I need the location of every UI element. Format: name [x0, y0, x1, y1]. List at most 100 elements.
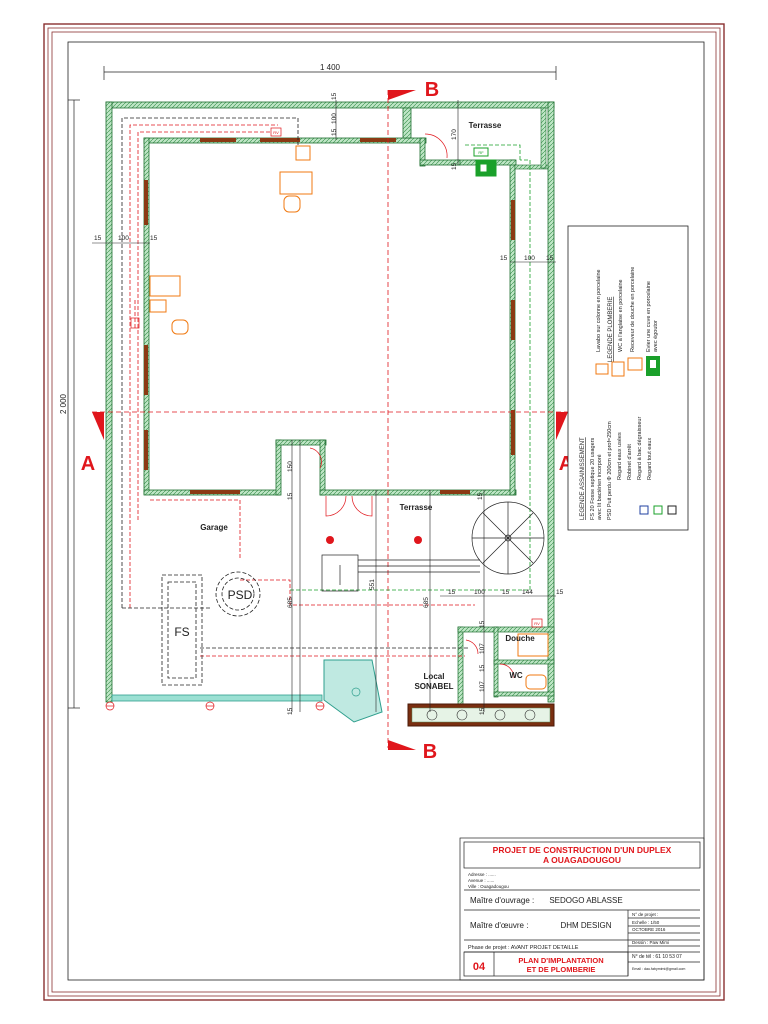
section-b-bottom-arrow — [388, 740, 416, 750]
interior-dimensions — [92, 100, 556, 712]
plumbing-pipes — [121, 117, 531, 657]
legend-plumbing-5: avec égoutor — [653, 320, 659, 352]
dim-150: 150 — [287, 461, 294, 472]
dim-15-left2: 15 — [150, 235, 158, 242]
legend-sanitation-6: Regard à bac dégraisseur — [637, 417, 643, 480]
overall-width-dimension — [103, 66, 557, 80]
address-line: Adresse : ...... — [468, 872, 496, 877]
wc-fixture-upper — [279, 145, 313, 213]
section-b-top-label: B — [425, 79, 439, 101]
section-b-bottom-label: B — [423, 741, 437, 763]
terrasse-steps — [321, 554, 480, 592]
phase: Phase de projet : AVANT PROJET DETAILLE — [468, 945, 579, 951]
dim-15-stair: 15 — [477, 492, 484, 500]
dim-685-left: 685 — [287, 597, 294, 608]
section-b-top-arrow — [388, 90, 416, 100]
avenue-line: Avenue : ...... — [468, 878, 494, 883]
dim-15-bottom-right: 15 — [479, 707, 486, 715]
spiral-staircase — [471, 501, 545, 575]
dim-15-bottom-left: 15 — [287, 707, 294, 715]
dim-107-a: 107 — [479, 643, 486, 654]
dim-15-wc1: 15 — [479, 620, 486, 628]
rf-marker: RF — [478, 150, 484, 155]
terrasse-walls — [514, 107, 549, 170]
sink-green — [473, 147, 497, 177]
legend-sanitation-1: FS 20 Fosse septique 20 usagers — [590, 438, 596, 520]
sheet-border — [43, 23, 725, 1001]
project-number: N° de projet : — [632, 912, 658, 917]
dim-15-right2: 15 — [546, 255, 554, 262]
room-terrasse-mid: Terrasse — [400, 503, 433, 512]
dim-15-r2: 15 — [448, 589, 456, 596]
sheet-title-line2: ET DE PLOMBERIE — [527, 965, 596, 974]
legend-sanitation-7: Regard tout eaux — [647, 438, 653, 480]
douche-fixture — [517, 633, 549, 690]
dim-100-right: 100 — [524, 255, 535, 262]
designer-label: Maître d'œuvre : — [470, 921, 528, 930]
legend-sanitation-4: Regard eaux usées — [617, 432, 623, 480]
legend-sanitation-2: avec lit bactérien incorporé — [597, 454, 603, 520]
outer-walls — [105, 101, 555, 703]
legend-sanitation-5: Robinet d'arrêt — [627, 444, 633, 480]
rv-marker-douche: RV — [534, 621, 540, 626]
drawn-by: Dessin : Paw Mimi — [632, 940, 669, 945]
city-line: Ville : Ouagadougou — [468, 884, 509, 889]
dim-15-top2: 15 — [331, 128, 338, 136]
dim-100-r2: 100 — [474, 589, 485, 596]
dim-170: 170 — [451, 129, 458, 140]
scale: Echelle : 1/50 — [632, 920, 660, 925]
project-title-line1: PROJET DE CONSTRUCTION D'UN DUPLEX — [493, 845, 672, 855]
legend-icons — [595, 356, 677, 515]
fs-label: FS — [174, 625, 189, 639]
planter — [407, 703, 555, 727]
windows — [144, 138, 515, 494]
title-block — [459, 837, 705, 981]
phone: N° de tél : 61 10 53 07 — [632, 954, 682, 960]
legend-sanitation-3: PSD Puit perdu Φ 200cm et prof=250cm — [607, 421, 613, 520]
dim-15-mid: 15 — [287, 492, 294, 500]
overall-height-label: 2 000 — [59, 393, 68, 414]
dim-15-left1: 15 — [94, 235, 102, 242]
designer-value: DHM DESIGN — [560, 921, 611, 930]
sheet-title-line1: PLAN D'IMPLANTATION — [518, 956, 603, 965]
doors — [309, 133, 515, 679]
sheet-number: 04 — [473, 961, 486, 973]
legend-plumbing-title: LEGENDE PLOMBERIE — [608, 297, 614, 362]
dim-15-top: 15 — [331, 92, 338, 100]
owner-label: Maître d'ouvrage : — [470, 896, 534, 905]
floor-drains — [326, 536, 422, 544]
dim-15-right1: 15 — [500, 255, 508, 262]
psd-well — [215, 571, 261, 617]
room-douche: Douche — [505, 634, 535, 643]
wet-rooms — [457, 626, 555, 706]
section-a-right-arrow — [556, 412, 568, 440]
room-sonabel: SONABEL — [414, 682, 453, 691]
dim-15-r: 15 — [451, 162, 458, 170]
dim-15-wc2: 15 — [479, 664, 486, 672]
psd-label: PSD — [228, 588, 253, 602]
fs-septic-tank — [161, 574, 203, 686]
local-sonabel-shape — [323, 659, 383, 723]
dim-107-b: 107 — [479, 681, 486, 692]
wc-fixture-left — [149, 275, 189, 335]
drain-points — [105, 127, 543, 711]
building-walls — [143, 107, 517, 496]
overall-height-dimension — [68, 99, 80, 709]
email: Email : dau.fabymimi@gmail.com — [632, 967, 685, 971]
legend-plumbing-2: WC à l'anglaise en porcelaine — [618, 279, 624, 352]
legend-plumbing-3: Receveur de douche en porcelaine — [630, 267, 636, 352]
dim-144: 144 — [522, 589, 533, 596]
dim-100-top: 100 — [331, 113, 338, 124]
legend-sanitation-title: LEGENDE ASSAINISSEMENT — [580, 437, 586, 520]
dim-15-r4: 15 — [556, 589, 564, 596]
section-a-left-arrow — [92, 412, 104, 440]
overall-width-label: 1 400 — [320, 63, 341, 72]
dim-100-left: 100 — [118, 235, 129, 242]
legend-plumbing-1: Lavabo sur colonne en porcelaine — [596, 269, 602, 352]
room-terrasse-top: Terrasse — [469, 121, 502, 130]
legend-plumbing-4: Evier une cuve en porcelaine — [646, 281, 652, 352]
project-title-line2: A OUAGADOUGOU — [543, 855, 621, 865]
dim-685-right: 685 — [423, 597, 430, 608]
rv-marker-top: RV — [273, 130, 279, 135]
